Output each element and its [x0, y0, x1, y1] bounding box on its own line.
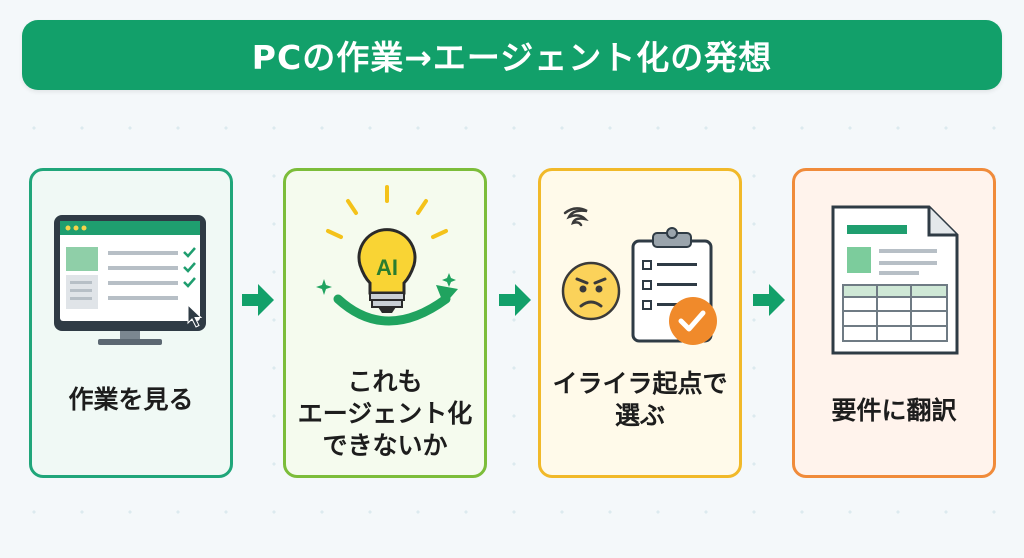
monitor-checklist-icon — [54, 215, 206, 345]
title-banner: PCの作業→エージェント化の発想 — [22, 20, 1002, 90]
page-title: PCの作業→エージェント化の発想 — [251, 38, 773, 77]
step-card-3: イライラ起点で 選ぶ — [538, 168, 742, 478]
arrow-right-icon — [242, 284, 274, 316]
step-2-label-line: エージェント化 — [297, 399, 473, 428]
step-card-4: 要件に翻訳 — [792, 168, 996, 478]
step-1-label-line: 作業を見る — [68, 385, 194, 414]
svg-text:AI: AI — [376, 255, 398, 280]
ai-lightbulb-icon: AI — [316, 185, 458, 326]
arrow-right-icon — [753, 284, 785, 316]
step-2-label-line: できないか — [322, 431, 448, 460]
requirements-document-icon — [831, 205, 959, 355]
step-3-label-line: イライラ起点で — [552, 369, 728, 398]
step-2-label: これも エージェント化 できないか — [286, 366, 484, 462]
arrow-right-icon — [499, 284, 531, 316]
step-3-label-line: 選ぶ — [614, 401, 665, 430]
step-4-label: 要件に翻訳 — [795, 395, 993, 427]
step-1-label: 作業を見る — [32, 384, 230, 416]
frustration-clipboard-icon — [561, 207, 717, 345]
step-4-label-line: 要件に翻訳 — [831, 396, 957, 425]
step-2-label-line: これも — [347, 367, 423, 396]
step-card-1: 作業を見る — [29, 168, 233, 478]
step-card-2: AI これも エージェント化 できないか — [283, 168, 487, 478]
step-3-label: イライラ起点で 選ぶ — [541, 368, 739, 432]
